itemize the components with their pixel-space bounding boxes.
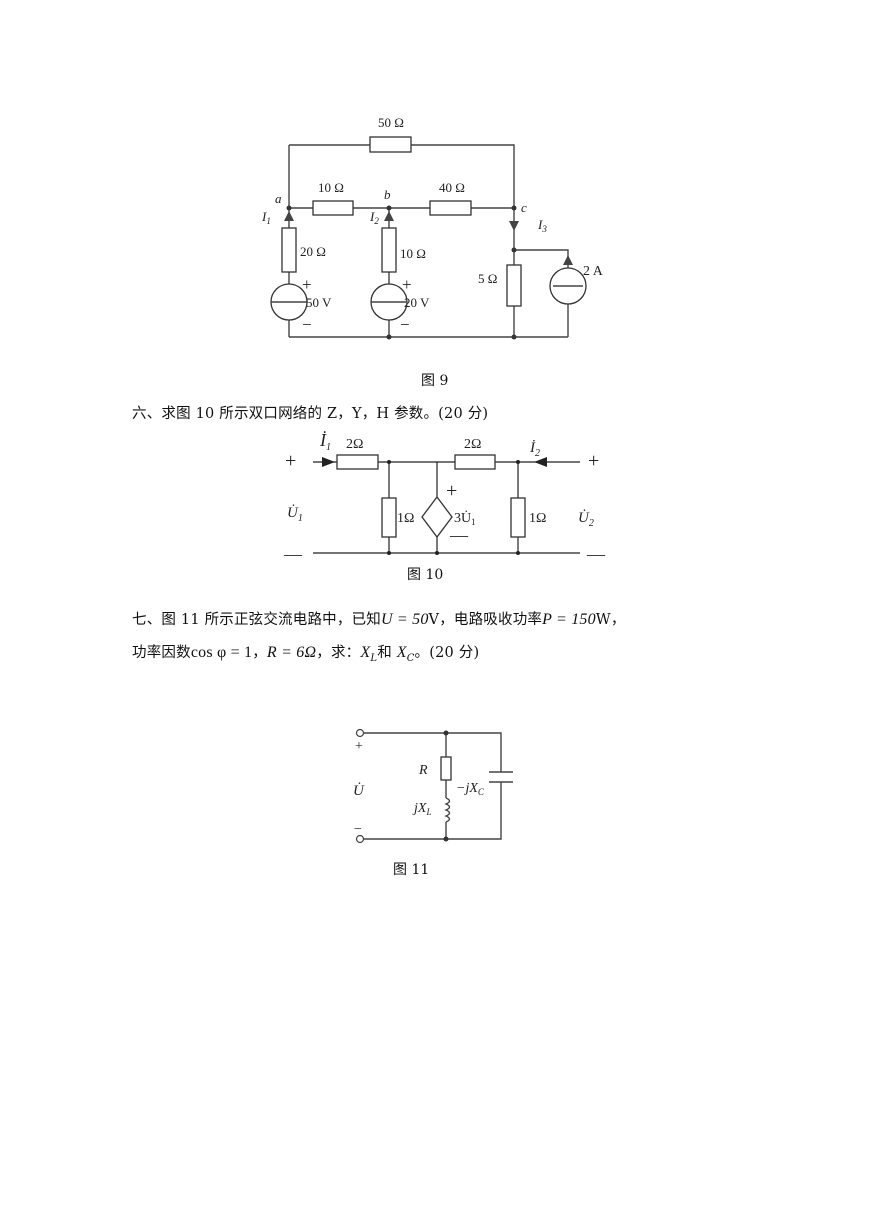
resistor-10-b <box>381 227 397 273</box>
label-v-b: 20 V <box>404 295 430 310</box>
terminal-bottom <box>355 834 365 844</box>
label-r-a: 20 Ω <box>300 244 326 259</box>
label-r-b: 10 Ω <box>400 246 426 261</box>
minus-sign: − <box>400 315 410 334</box>
inductor <box>444 797 451 823</box>
minus-sign: − <box>302 315 312 334</box>
label-r-right: 2Ω <box>464 437 481 452</box>
node-a: a <box>275 191 282 206</box>
port1-plus: + <box>285 450 296 472</box>
label-i3: I3 <box>537 217 547 234</box>
arrow-up-icon <box>284 211 294 221</box>
label-r-c: 5 Ω <box>478 271 497 286</box>
resistor-20 <box>281 227 297 273</box>
arrow-up-icon <box>384 211 394 221</box>
label-r-sh2: 1Ω <box>529 511 546 526</box>
arrow-down-icon <box>509 221 519 231</box>
figure-11-caption: 图 11 <box>393 862 430 878</box>
label-i1: I1 <box>261 209 271 226</box>
capacitor <box>489 771 513 783</box>
figure-10-caption: 图 10 <box>407 567 444 583</box>
question-6-text: 六、求图 10 所示双口网络的 Z，Y，H 参数。(20 分) <box>132 406 489 422</box>
figure-9-caption: 图 9 <box>421 373 449 389</box>
label-r-sh1: 1Ω <box>397 511 414 526</box>
port1-minus: — <box>283 544 303 564</box>
arrow-right-icon <box>322 457 335 467</box>
label-u2: U̇2 <box>578 510 594 529</box>
dep-plus: + <box>446 480 457 502</box>
resistor-r <box>440 756 452 781</box>
label-r: R <box>418 763 428 778</box>
resistor-5 <box>506 264 522 307</box>
resistor-10-ab <box>312 200 354 216</box>
resistor-2-right <box>454 454 496 470</box>
node-b: b <box>384 187 391 202</box>
terminal-top <box>355 728 365 738</box>
port2-plus: + <box>588 450 599 472</box>
minus-sign: − <box>354 822 362 837</box>
arrow-icon <box>563 255 573 265</box>
dependent-source <box>421 495 453 539</box>
label-i2: I2 <box>369 209 379 226</box>
label-r-top: 50 Ω <box>378 115 404 130</box>
resistor-50 <box>369 136 412 153</box>
port2-minus: — <box>586 544 606 564</box>
resistor-2-left <box>336 454 379 470</box>
label-v-a: 50 V <box>306 295 332 310</box>
question-7-line-1: 七、图 11 所示正弦交流电路中，已知U = 50V，电路吸收功率P = 150… <box>132 611 626 628</box>
figure-11-circuit: + − U̇ R jXL −jXC <box>353 728 513 844</box>
figure-10-circuit: + + — — + — 2Ω 2Ω 1Ω 1Ω 3U̇1 İ1 İ2 U̇1 U… <box>283 430 606 564</box>
plus-sign: + <box>402 275 412 294</box>
plus-sign: + <box>355 739 363 754</box>
question-7-line-2: 功率因数cos φ = 1，R = 6Ω，求：XL和 XC。(20 分) <box>132 644 480 664</box>
label-xc: −jXC <box>456 781 485 797</box>
label-dep: 3U̇1 <box>454 509 476 527</box>
node-c: c <box>521 200 527 215</box>
label-i-src: 2 A <box>583 264 604 279</box>
arrow-left-icon <box>534 457 547 467</box>
label-r-ab: 10 Ω <box>318 180 344 195</box>
label-i2: İ2 <box>529 440 540 459</box>
resistor-1-left <box>381 497 397 538</box>
plus-sign: + <box>302 275 312 294</box>
label-xl: jXL <box>412 801 431 817</box>
resistor-1-right <box>510 497 526 538</box>
label-r-left: 2Ω <box>346 437 363 452</box>
resistor-40 <box>429 200 472 216</box>
figure-9-circuit: 50 Ω 10 Ω 40 Ω 20 Ω 10 Ω 5 Ω 50 V 20 V 2… <box>261 115 604 340</box>
label-u1: U̇1 <box>287 505 303 524</box>
label-r-bc: 40 Ω <box>439 180 465 195</box>
label-i1: İ1 <box>319 430 331 453</box>
label-u: U̇ <box>353 783 365 799</box>
dep-minus: — <box>449 525 469 545</box>
